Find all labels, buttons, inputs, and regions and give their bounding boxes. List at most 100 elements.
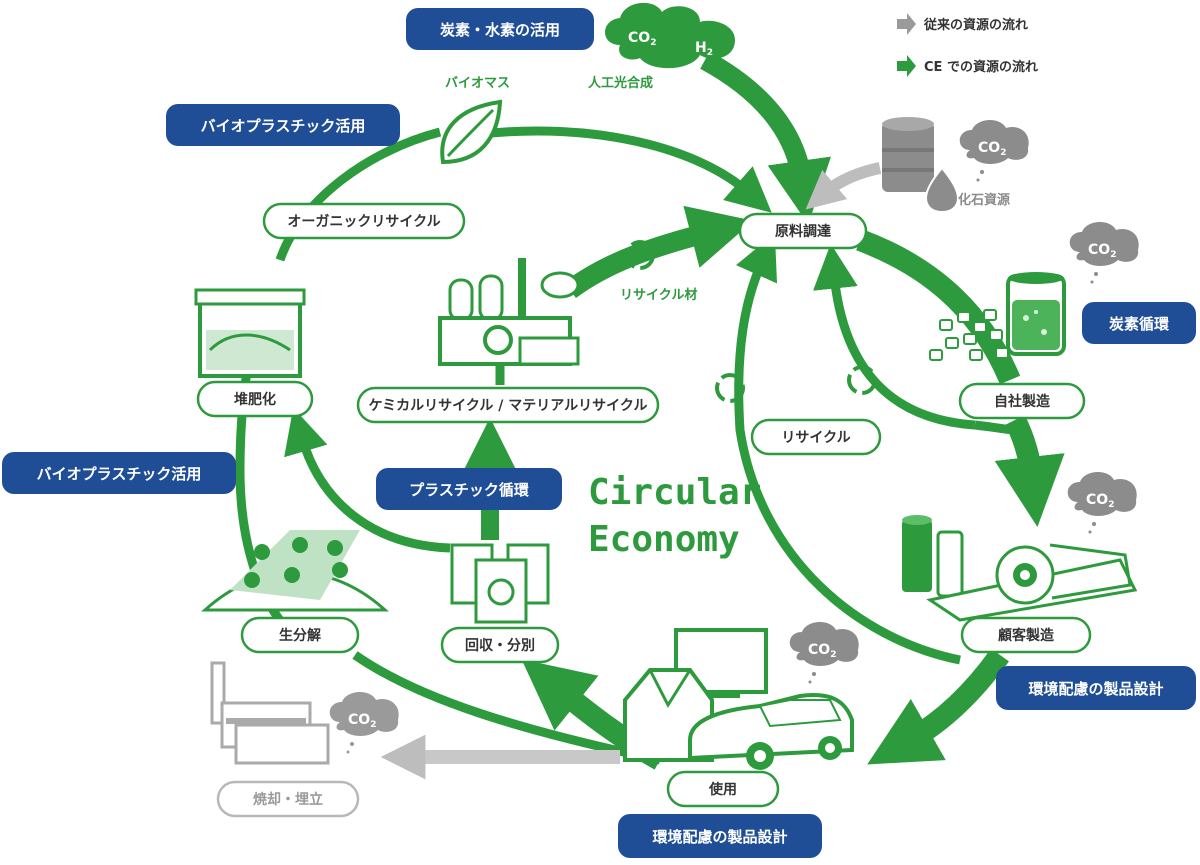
recycle-icon-inner-left — [715, 373, 745, 403]
carbon-beaker-icon — [1006, 272, 1066, 356]
svg-text:H2: H2 — [695, 40, 713, 58]
compost-box-icon — [194, 288, 306, 378]
node-composting: 堆肥化 — [196, 380, 314, 418]
node-biodegradation: 生分解 — [240, 616, 360, 654]
flow-own-to-customer — [994, 415, 1065, 527]
tag-eco-design-right: 環境配慮の製品設計 — [996, 666, 1196, 710]
svg-text:CO2: CO2 — [1088, 242, 1116, 260]
node-incineration-label: 焼却・埋立 — [253, 791, 323, 808]
recycled-material-label: リサイクル材 — [620, 287, 697, 303]
flow-collection-to-compost — [284, 407, 451, 553]
node-use: 使用 — [666, 770, 780, 808]
node-procurement: 原料調達 — [738, 212, 868, 250]
flow-use-to-procurement-inner — [734, 233, 961, 665]
tag-bioplastic-top: バイオプラスチック活用 — [166, 104, 400, 146]
flow-customer-to-use — [867, 648, 1009, 765]
legend-green-arrow-icon — [897, 55, 916, 77]
node-recycle: リサイクル — [750, 418, 882, 456]
legend-gray-arrow-icon — [897, 13, 916, 35]
node-use-label: 使用 — [708, 781, 737, 798]
fossil-resources-label: 化石資源 — [958, 192, 1010, 208]
node-organic-recycle: オーガニックリサイクル — [262, 202, 466, 240]
recycling-factory-icon — [438, 258, 580, 366]
node-recycle-label: リサイクル — [781, 430, 850, 446]
node-organic-recycle-label: オーガニックリサイクル — [287, 214, 440, 230]
tag-carbon-cycle: 炭素循環 — [1082, 302, 1196, 344]
co2-cloud-icon-use: CO2 — [789, 621, 859, 684]
tag-bioplastic-left-label: バイオプラスチック活用 — [37, 465, 202, 483]
tag-eco-design-right-label: 環境配慮の製品設計 — [1028, 680, 1163, 698]
svg-text:CO2: CO2 — [628, 30, 656, 48]
node-customer-manufacturing-label: 顧客製造 — [998, 627, 1054, 644]
h2-sub-text: 2 — [707, 48, 713, 58]
co2-main-text: CO — [1086, 492, 1108, 508]
node-procurement-label: 原料調達 — [775, 223, 831, 240]
co2-cloud-icon-customer: CO2 — [1067, 471, 1137, 534]
legend-conventional-label: 従来の資源の流れ — [923, 17, 1028, 33]
co2-sub-text: 2 — [830, 650, 836, 660]
co2-cloud-icon-carbon: CO2 — [1069, 221, 1139, 284]
h2-main-text: H — [695, 40, 707, 56]
tag-eco-design-bottom: 環境配慮の製品設計 — [618, 814, 822, 858]
film-rolls-icon — [902, 515, 1138, 622]
field-plants-icon — [201, 530, 389, 612]
co2-main-text: CO — [628, 30, 650, 46]
co2-main-text: CO — [978, 140, 1000, 156]
svg-text:CO2: CO2 — [348, 712, 376, 730]
node-own-manufacturing-label: 自社製造 — [994, 393, 1050, 410]
flow-fossil-to-procurement — [805, 162, 882, 210]
plastic-pellets-icon — [929, 309, 1009, 361]
recycle-icon-top — [625, 240, 655, 270]
node-composting-label: 堆肥化 — [234, 391, 276, 408]
svg-text:CO2: CO2 — [978, 140, 1006, 158]
center-title-line2: Economy — [588, 519, 740, 560]
recycling-bins-icon — [450, 543, 550, 624]
tag-carbon-cycle-label: 炭素循環 — [1109, 315, 1170, 333]
tag-carbon-hydrogen: 炭素・水素の活用 — [406, 8, 594, 50]
legend: 従来の資源の流れ CE での資源の流れ — [897, 13, 1038, 77]
flow-co2-to-procurement — [700, 51, 832, 225]
co2-cloud-icon-incineration: CO2 — [329, 691, 399, 754]
center-title-line1: Circular — [588, 472, 761, 513]
tag-bioplastic-left: バイオプラスチック活用 — [2, 452, 236, 494]
flow-own-to-procurement-inner — [813, 243, 976, 430]
node-collection-label: 回収・分別 — [465, 637, 535, 654]
legend-ce-label: CE での資源の流れ — [924, 59, 1038, 75]
co2-sub-text: 2 — [1000, 148, 1006, 158]
co2-main-text: CO — [348, 712, 370, 728]
co2-main-text: CO — [1088, 242, 1110, 258]
node-customer-manufacturing: 顧客製造 — [960, 616, 1092, 654]
co2-sub-text: 2 — [370, 720, 376, 730]
incineration-factory-icon — [210, 661, 330, 765]
tag-eco-design-bottom-label: 環境配慮の製品設計 — [652, 828, 787, 846]
tag-plastic-cycle-label: プラスチック循環 — [409, 481, 530, 499]
node-biodegradation-label: 生分解 — [279, 627, 321, 644]
node-own-manufacturing: 自社製造 — [958, 382, 1086, 420]
co2-sub-text: 2 — [1110, 250, 1116, 260]
node-incineration: 焼却・埋立 — [216, 780, 360, 818]
svg-text:CO2: CO2 — [808, 642, 836, 660]
artificial-photosynthesis-label: 人工光合成 — [588, 75, 653, 91]
co2-sub-text: 2 — [1108, 500, 1114, 510]
co2-h2-cloud-icon: CO2 H2 — [605, 2, 735, 69]
node-chemical-material: ケミカルリサイクル / マテリアルリサイクル — [356, 386, 660, 424]
tag-carbon-hydrogen-label: 炭素・水素の活用 — [440, 21, 560, 39]
co2-main-text: CO — [808, 642, 830, 658]
car-icon — [688, 693, 854, 770]
leaf-icon — [440, 99, 503, 165]
fossil-barrel-icon — [882, 117, 960, 214]
node-chemical-material-label: ケミカルリサイクル / マテリアルリサイクル — [369, 398, 648, 414]
flow-organic-loop-top — [275, 127, 442, 262]
tag-bioplastic-top-label: バイオプラスチック活用 — [201, 117, 366, 135]
flow-biomass-to-procurement — [469, 126, 772, 213]
co2-sub-text: 2 — [650, 38, 656, 48]
co2-cloud-icon-fossil: CO2 — [959, 119, 1029, 182]
tag-plastic-cycle: プラスチック循環 — [376, 468, 562, 510]
svg-text:CO2: CO2 — [1086, 492, 1114, 510]
node-collection: 回収・分別 — [440, 626, 560, 664]
biomass-label: バイオマス — [445, 76, 510, 91]
flow-biodeg-to-use — [352, 651, 661, 765]
recycle-icon-inner-right — [847, 365, 877, 395]
flow-recycled-to-procurement — [564, 205, 754, 299]
